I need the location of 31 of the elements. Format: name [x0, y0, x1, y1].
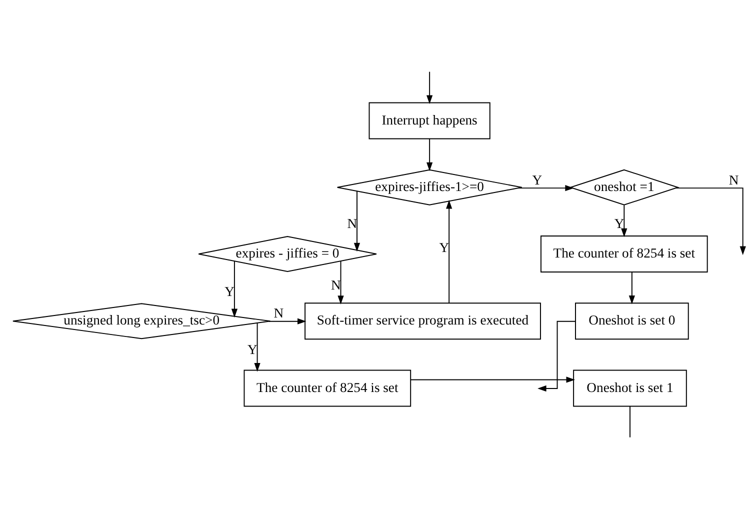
arrow	[254, 322, 260, 372]
arrow	[426, 71, 433, 104]
arrow	[410, 376, 576, 383]
edge-label: N	[347, 216, 358, 232]
arrow	[675, 188, 746, 256]
edge-label: N	[728, 172, 739, 188]
node-diamond: expires-jiffies-1>=0	[336, 169, 522, 206]
node-box: Soft-timer service program is executed	[304, 302, 541, 340]
arrow	[268, 318, 306, 324]
arrow	[426, 138, 433, 172]
node-box: Oneshot is set 0	[575, 302, 689, 340]
edge-label: Y	[224, 284, 235, 300]
arrow	[354, 190, 360, 252]
edge-label: N	[274, 306, 284, 321]
arrow	[621, 204, 628, 238]
node-box: Interrupt happens	[368, 102, 490, 140]
edge-label: Y	[532, 172, 542, 188]
node-diamond: oneshot =1	[568, 169, 680, 206]
edge-label: N	[330, 278, 341, 293]
arrow	[628, 272, 635, 304]
edge-label: Y	[248, 342, 258, 358]
node-diamond: expires - jiffies = 0	[198, 236, 377, 272]
node-box: The counter of 8254 is set	[540, 236, 708, 272]
arrow	[518, 185, 574, 192]
node-box: Oneshot is set 1	[573, 370, 687, 407]
node-diamond: unsigned long expires_tsc>0	[12, 303, 271, 340]
arrow	[231, 260, 238, 318]
arrow	[338, 260, 344, 304]
arrow	[538, 320, 576, 392]
node-box: The counter of 8254 is set	[244, 370, 412, 407]
arrow	[446, 200, 452, 304]
